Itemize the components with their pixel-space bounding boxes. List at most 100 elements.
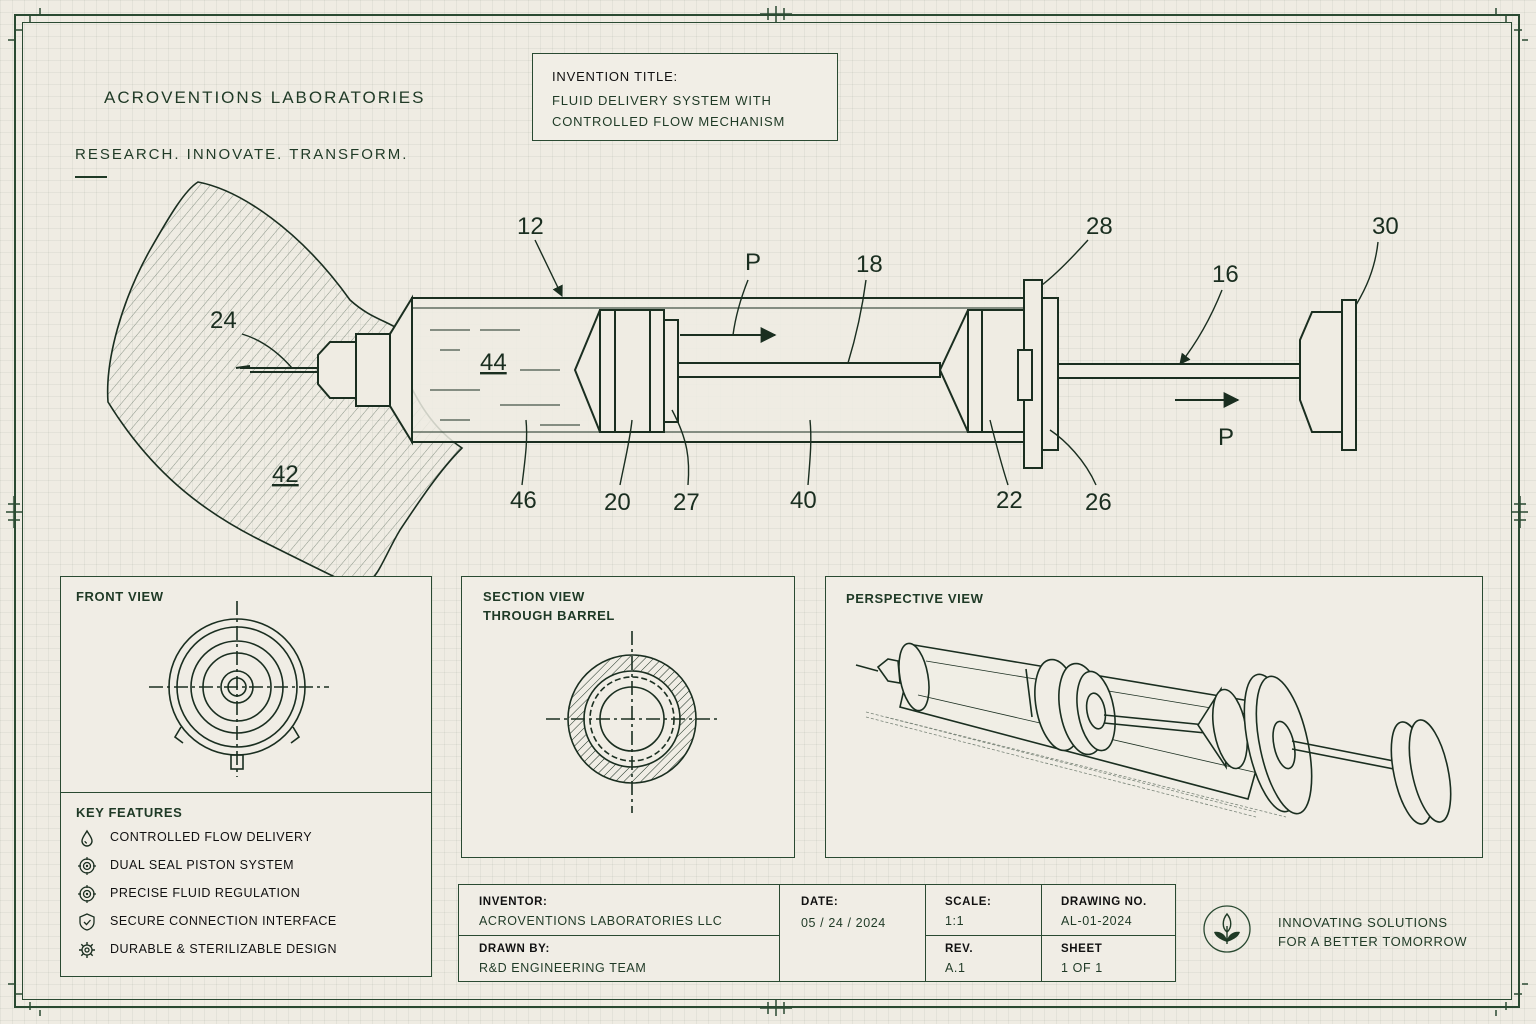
needle-hub xyxy=(317,341,357,399)
callout-16: 16 xyxy=(1212,261,1239,288)
front-view-panel: FRONT VIEW KEY FEATURES xyxy=(60,576,432,977)
front-view-label: FRONT VIEW xyxy=(76,589,164,604)
leader-30 xyxy=(1355,241,1379,306)
leader-20 xyxy=(619,419,633,486)
rev-label: REV. xyxy=(945,943,974,955)
leader-18 xyxy=(847,279,867,364)
brand-tagline: RESEARCH. INNOVATE. TRANSFORM. xyxy=(75,146,409,163)
slogan-line2: FOR A BETTER TOMORROW xyxy=(1278,934,1468,949)
tb-divider-1 xyxy=(779,885,781,981)
title-block-table: INVENTOR: ACROVENTIONS LABORATORIES LLC … xyxy=(458,884,1176,982)
corner-bl xyxy=(8,983,41,1016)
leader-24 xyxy=(241,333,293,369)
callout-44: 44 xyxy=(480,349,507,376)
brand-name: ACROVENTIONS LABORATORIES xyxy=(104,88,426,107)
gear-icon xyxy=(79,942,95,958)
leader-28 xyxy=(1041,239,1089,286)
bottom-center-mark xyxy=(760,1000,792,1016)
leader-16 xyxy=(1179,289,1223,365)
section-view-drawing xyxy=(546,631,718,813)
callout-12: 12 xyxy=(517,213,544,240)
droplet-icon xyxy=(81,829,93,847)
leader-12 xyxy=(534,239,563,298)
callout-28: 28 xyxy=(1086,213,1113,240)
front-view-drawing xyxy=(149,601,329,777)
invention-title-box: INVENTION TITLE: FLUID DELIVERY SYSTEM W… xyxy=(532,53,838,141)
leader-46 xyxy=(521,419,528,486)
leader-27 xyxy=(671,409,690,486)
feature-item-4: SECURE CONNECTION INTERFACE xyxy=(110,914,337,928)
feature-item-3: PRECISE FLUID REGULATION xyxy=(110,886,301,900)
callout-p-top: P xyxy=(745,249,761,276)
tb-divider-2 xyxy=(925,885,927,981)
rear-piston xyxy=(967,309,1025,433)
top-center-mark xyxy=(760,6,792,22)
perspective-view-panel: PERSPECTIVE VIEW xyxy=(825,576,1483,858)
drawn-by-value: R&D ENGINEERING TEAM xyxy=(479,961,647,975)
callout-26: 26 xyxy=(1085,489,1112,516)
corner-tr xyxy=(1495,8,1528,41)
plunger-rod xyxy=(1057,363,1301,379)
corner-br xyxy=(1495,983,1528,1016)
tb-divider-3 xyxy=(1041,885,1043,981)
sheet-value: 1 OF 1 xyxy=(1061,961,1103,975)
leader-p xyxy=(732,279,749,336)
luer-tip xyxy=(355,333,391,407)
drawing-border-inner xyxy=(22,22,1512,1000)
tagline-rule xyxy=(75,176,107,178)
date-value: 05 / 24 / 2024 xyxy=(801,916,886,930)
callout-40: 40 xyxy=(790,487,817,514)
callout-46: 46 xyxy=(510,487,537,514)
section-view-label-2: THROUGH BARREL xyxy=(483,608,615,623)
feature-item-1: CONTROLLED FLOW DELIVERY xyxy=(110,830,313,844)
thumb-press xyxy=(1299,311,1343,433)
leader-26 xyxy=(1049,429,1097,486)
plunger-rod-inner xyxy=(677,362,941,378)
target-icon xyxy=(78,857,96,875)
panel-divider xyxy=(61,792,431,794)
callout-18: 18 xyxy=(856,251,883,278)
tb-hline-1 xyxy=(459,935,779,937)
callout-30: 30 xyxy=(1372,213,1399,240)
key-features-heading: KEY FEATURES xyxy=(76,805,183,820)
section-view-label-1: SECTION VIEW xyxy=(483,589,585,604)
callout-42: 42 xyxy=(272,461,299,488)
front-piston xyxy=(599,309,665,433)
invention-title-line1: FLUID DELIVERY SYSTEM WITH xyxy=(552,93,772,108)
callout-24: 24 xyxy=(210,307,237,334)
right-center-mark xyxy=(1512,496,1528,528)
leaf-icon xyxy=(1203,905,1251,953)
target-icon xyxy=(78,885,96,903)
callout-20: 20 xyxy=(604,489,631,516)
slogan-line1: INNOVATING SOLUTIONS xyxy=(1278,915,1448,930)
callout-22: 22 xyxy=(996,487,1023,514)
rev-value: A.1 xyxy=(945,961,966,975)
sheet-label: SHEET xyxy=(1061,943,1103,955)
callout-27: 27 xyxy=(673,489,700,516)
fluid-marks xyxy=(430,329,580,426)
drawn-by-label: DRAWN BY: xyxy=(479,943,550,955)
leader-40 xyxy=(807,419,812,486)
tb-hline-2 xyxy=(925,935,1175,937)
invention-title-line2: CONTROLLED FLOW MECHANISM xyxy=(552,114,786,129)
section-view-panel: SECTION VIEW THROUGH BARREL xyxy=(461,576,795,858)
date-label: DATE: xyxy=(801,896,839,908)
inventor-value: ACROVENTIONS LABORATORIES LLC xyxy=(479,914,723,928)
inventor-label: INVENTOR: xyxy=(479,896,548,908)
shield-icon xyxy=(79,913,95,931)
scale-label: SCALE: xyxy=(945,896,992,908)
tissue-region xyxy=(106,181,464,591)
feature-item-5: DURABLE & STERILIZABLE DESIGN xyxy=(110,942,338,956)
scale-value: 1:1 xyxy=(945,914,965,928)
drawing-no-label: DRAWING NO. xyxy=(1061,896,1147,908)
drawing-border-outer xyxy=(14,14,1520,1008)
main-syringe-drawing: 12 P 18 28 30 16 24 44 42 P 46 20 27 40 … xyxy=(106,181,1399,591)
feature-item-2: DUAL SEAL PISTON SYSTEM xyxy=(110,858,295,872)
corner-tl xyxy=(8,8,41,41)
leader-22 xyxy=(989,419,1009,486)
drawing-no-value: AL-01-2024 xyxy=(1061,914,1133,928)
perspective-view-drawing xyxy=(855,642,1452,825)
invention-title-heading: INVENTION TITLE: xyxy=(552,69,678,84)
piston-seal xyxy=(663,319,679,423)
